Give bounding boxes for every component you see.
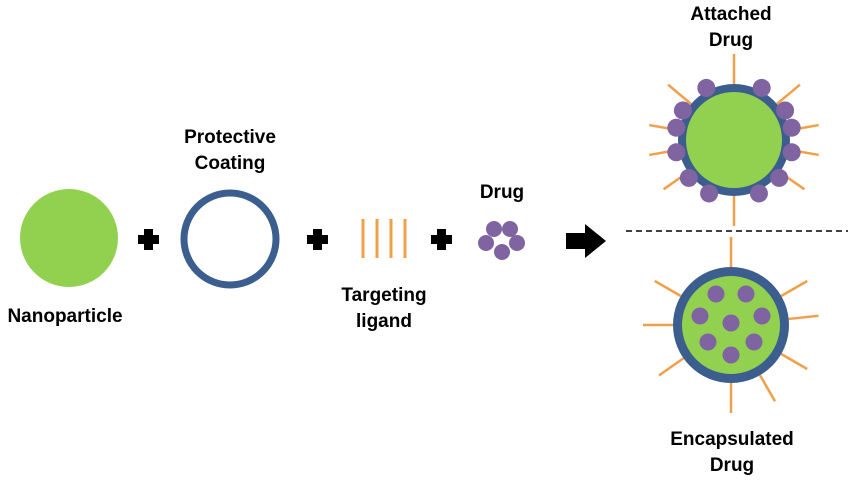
targeting-ligand-label-line2: ligand (356, 311, 412, 332)
ligand-spike (758, 374, 777, 402)
attached-drug-molecule (749, 184, 768, 203)
ligand-spike (788, 314, 819, 321)
encapsulated-drug-molecule (745, 333, 763, 351)
attached-drug-molecule (667, 118, 686, 137)
attached-drug-molecule (782, 143, 801, 162)
protective-coating-ring (180, 189, 280, 289)
encapsulated-drug-molecule (737, 285, 755, 303)
drug-cluster (478, 221, 525, 260)
attached-drug-molecule (752, 78, 771, 97)
ligand-spike (776, 83, 801, 105)
attached-drug-molecule (776, 101, 795, 120)
protective-coating-label-line1: Protective (184, 127, 276, 148)
ligand-spike (667, 83, 692, 105)
nanoparticle-label: Nanoparticle (7, 306, 123, 327)
encapsulated-drug-molecule (707, 285, 725, 303)
encapsulated-drug-label-line1: Encapsulated (670, 429, 794, 450)
attached-drug-molecule (697, 78, 716, 97)
right-arrow (566, 224, 606, 258)
ligand-spike (654, 279, 682, 298)
attached-drug-label-line2: Drug (708, 30, 754, 51)
ligand-spike (780, 279, 808, 298)
nanoparticle-circle (20, 189, 118, 287)
encapsulated-drug-label-line2: Drug (709, 455, 755, 476)
encapsulated-drug-molecule (699, 333, 717, 351)
encapsulated-drug-molecule (722, 346, 740, 364)
protective-coating-label-line2: Coating (194, 153, 266, 174)
targeting-ligand-label-line1: Targeting (341, 285, 427, 306)
attached-drug-molecule (679, 168, 698, 187)
encapsulated-drug-molecule (691, 307, 709, 325)
encapsulated-drug-particle (643, 237, 819, 413)
ligand-spike (658, 357, 685, 377)
attached-drug-molecule (700, 184, 719, 203)
ligand-spike (780, 352, 808, 371)
plus-sign-3 (431, 229, 452, 250)
attached-drug-molecule (782, 118, 801, 137)
attached-drug-label-line1: Attached (690, 4, 772, 25)
plus-sign-2 (307, 229, 328, 250)
nanoparticle-core (686, 92, 782, 188)
encapsulated-drug-molecule (753, 307, 771, 325)
attached-drug-molecule (667, 143, 686, 162)
plus-sign-1 (138, 229, 159, 250)
encapsulated-drug-molecule (722, 314, 740, 332)
attached-drug-particle (649, 54, 819, 226)
attached-drug-molecule (673, 101, 692, 120)
attached-drug-molecule (770, 168, 789, 187)
drug-label: Drug (479, 182, 525, 203)
targeting-ligand-lines (361, 219, 407, 258)
